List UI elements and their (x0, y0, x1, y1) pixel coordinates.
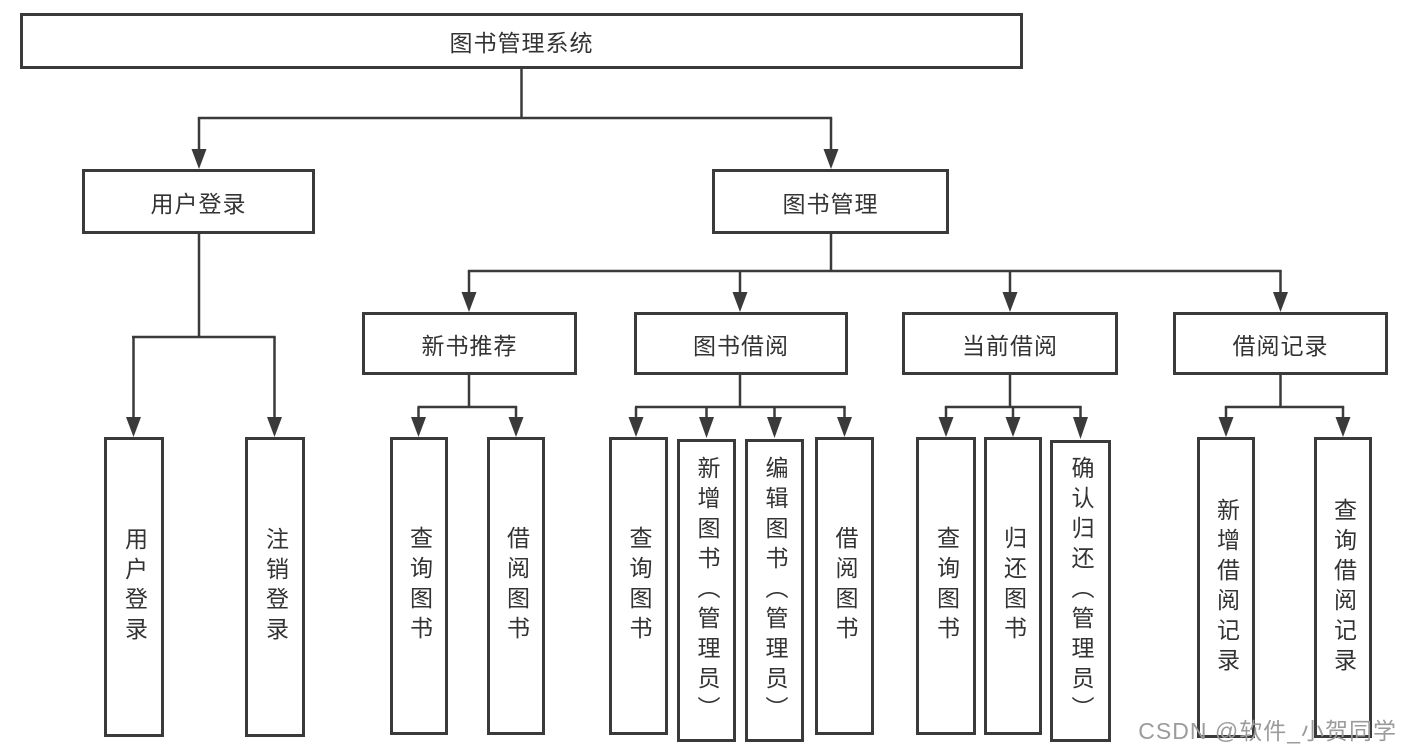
node-label: 图书管理系统 (449, 30, 594, 56)
csdn-watermark: CSDN @软件_小贺同学 (1138, 718, 1397, 744)
node-user-login: 用户登录 (82, 169, 315, 234)
leaf-query-borrow-record: 查询借阅记录 (1314, 437, 1372, 738)
leaf-label: 注销登录 (262, 527, 289, 647)
node-label: 用户登录 (150, 190, 247, 217)
leaf-borrow-books-recommend: 借阅图书 (487, 437, 545, 735)
leaf-label: 新增图书（管理员） (694, 455, 720, 726)
leaf-label: 借阅图书 (832, 526, 858, 646)
leaf-label: 归还图书 (1000, 526, 1027, 646)
node-borrow-records: 借阅记录 (1173, 312, 1388, 375)
leaf-query-books-current: 查询图书 (916, 437, 976, 735)
leaf-user-login: 用户登录 (104, 437, 164, 737)
leaf-add-books-admin: 新增图书（管理员） (677, 439, 736, 742)
leaf-label: 查询图书 (933, 526, 960, 646)
node-book-management: 图书管理 (712, 169, 949, 234)
leaf-query-books-recommend: 查询图书 (390, 437, 448, 735)
leaf-confirm-return-admin: 确认归还（管理员） (1050, 440, 1111, 742)
node-library-management-system: 图书管理系统 (20, 13, 1023, 69)
node-label: 借阅记录 (1232, 332, 1329, 359)
leaf-return-books: 归还图书 (984, 437, 1042, 735)
leaf-label: 用户登录 (121, 527, 148, 647)
leaf-label: 新增借阅记录 (1213, 497, 1240, 678)
leaf-borrow-books: 借阅图书 (815, 437, 874, 735)
node-new-book-recommend: 新书推荐 (362, 312, 577, 375)
node-label: 新书推荐 (421, 332, 518, 359)
node-current-borrow: 当前借阅 (902, 312, 1118, 375)
node-label: 图书管理 (782, 190, 879, 217)
leaf-query-books-borrow: 查询图书 (609, 437, 668, 735)
leaf-label: 编辑图书（管理员） (762, 455, 788, 726)
leaf-label: 借阅图书 (503, 526, 530, 646)
leaf-edit-books-admin: 编辑图书（管理员） (745, 439, 804, 742)
leaf-add-borrow-record: 新增借阅记录 (1197, 437, 1255, 738)
leaf-label: 确认归还（管理员） (1068, 456, 1094, 726)
node-label: 图书借阅 (693, 332, 789, 359)
leaf-label: 查询图书 (406, 526, 433, 646)
leaf-logout: 注销登录 (245, 437, 305, 737)
node-book-borrow: 图书借阅 (634, 312, 848, 375)
leaf-label: 查询图书 (626, 526, 652, 646)
node-label: 当前借阅 (962, 332, 1058, 359)
leaf-label: 查询借阅记录 (1330, 497, 1357, 678)
